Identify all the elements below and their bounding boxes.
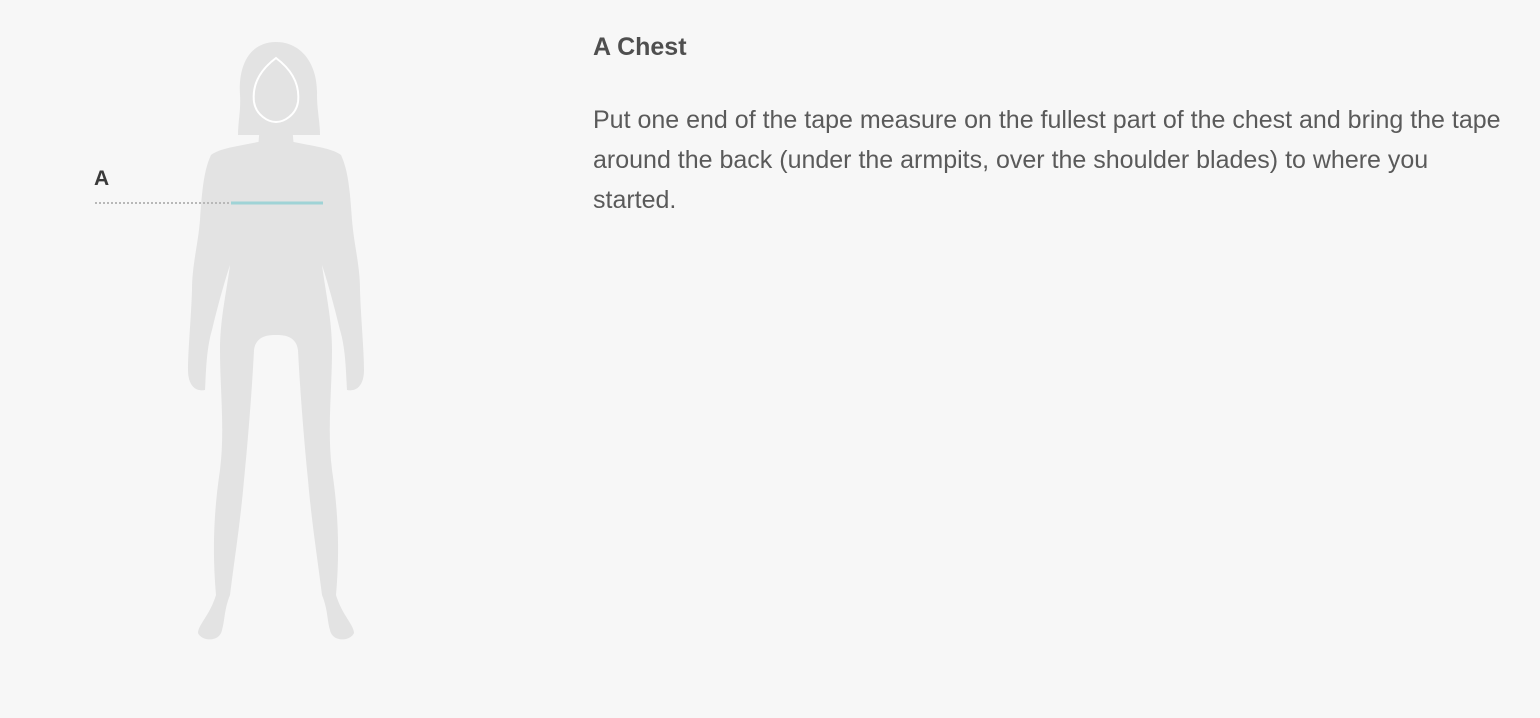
female-silhouette-icon bbox=[95, 42, 364, 640]
body-figure-illustration: A bbox=[80, 30, 400, 650]
measurement-description: A Chest Put one end of the tape measure … bbox=[593, 30, 1503, 220]
face-outline bbox=[252, 56, 300, 124]
marker-label-a: A bbox=[94, 167, 110, 190]
measurement-title: A Chest bbox=[593, 33, 687, 61]
measurement-text: Put one end of the tape measure on the f… bbox=[593, 106, 1501, 214]
silhouette-shape bbox=[188, 42, 364, 640]
